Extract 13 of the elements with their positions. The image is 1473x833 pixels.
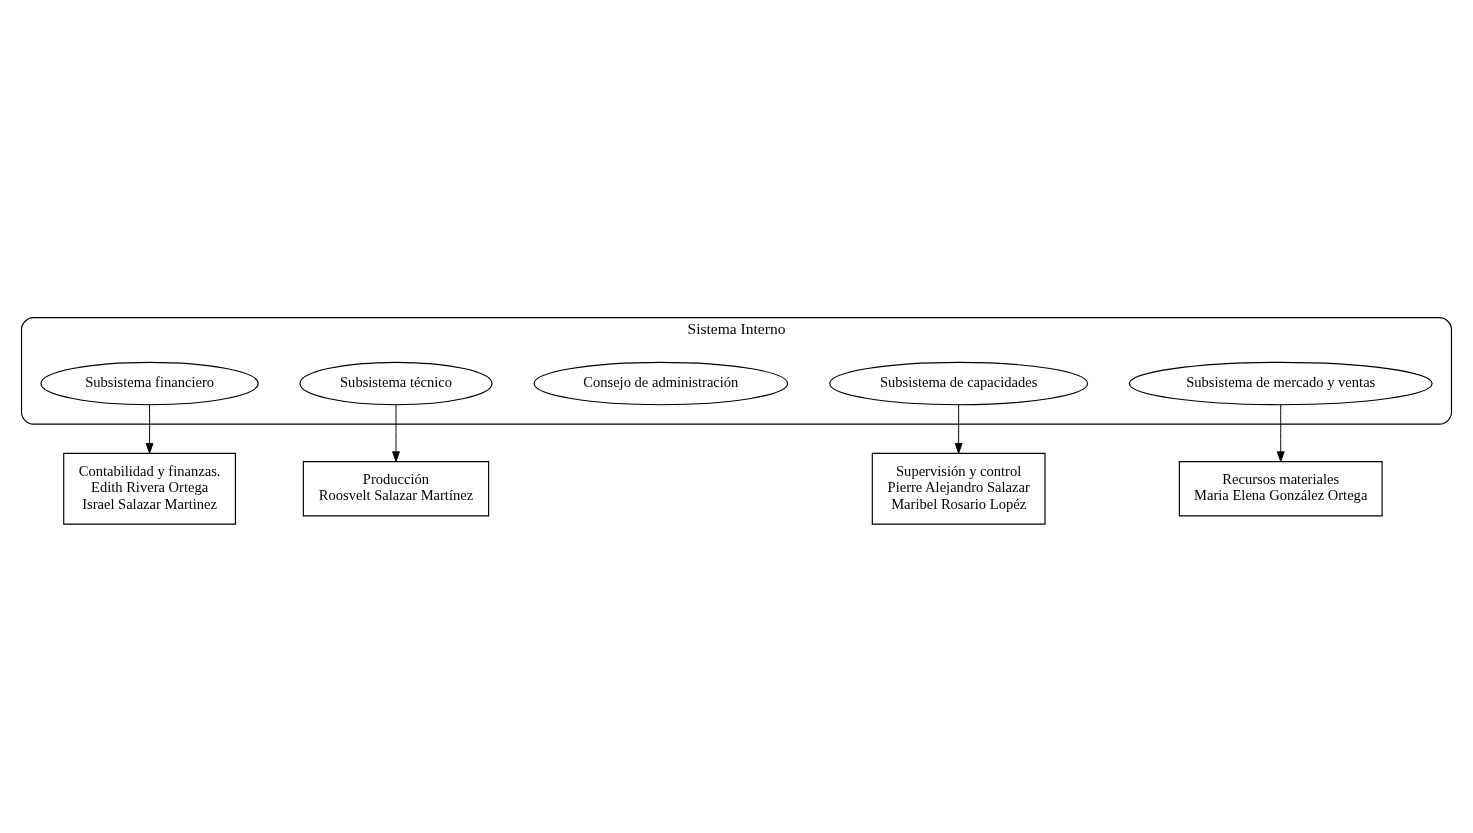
arrow	[954, 403, 963, 454]
node-ellipse: Subsistema de mercado y ventas	[1128, 361, 1433, 405]
node-box: Supervisión y control Pierre Alejandro Salazar Maribel Rosario Lopéz	[871, 452, 1046, 525]
arrow	[1276, 403, 1285, 462]
node-box: Contabilidad y finanzas. Edith Rivera Ortega Israel Salazar Martinez	[63, 452, 236, 525]
node-box: Producción Roosvelt Salazar Martínez	[302, 460, 490, 516]
arrow	[392, 403, 400, 462]
node-ellipse: Subsistema de capacidades	[829, 361, 1089, 405]
arrow	[145, 403, 154, 454]
node-ellipse: Consejo de administración	[533, 361, 789, 405]
node-ellipse: Subsistema financiero	[40, 361, 259, 405]
node-ellipse: Subsistema técnico	[299, 361, 493, 405]
node-box: Recursos materiales Maria Elena González Ortega	[1178, 460, 1383, 516]
